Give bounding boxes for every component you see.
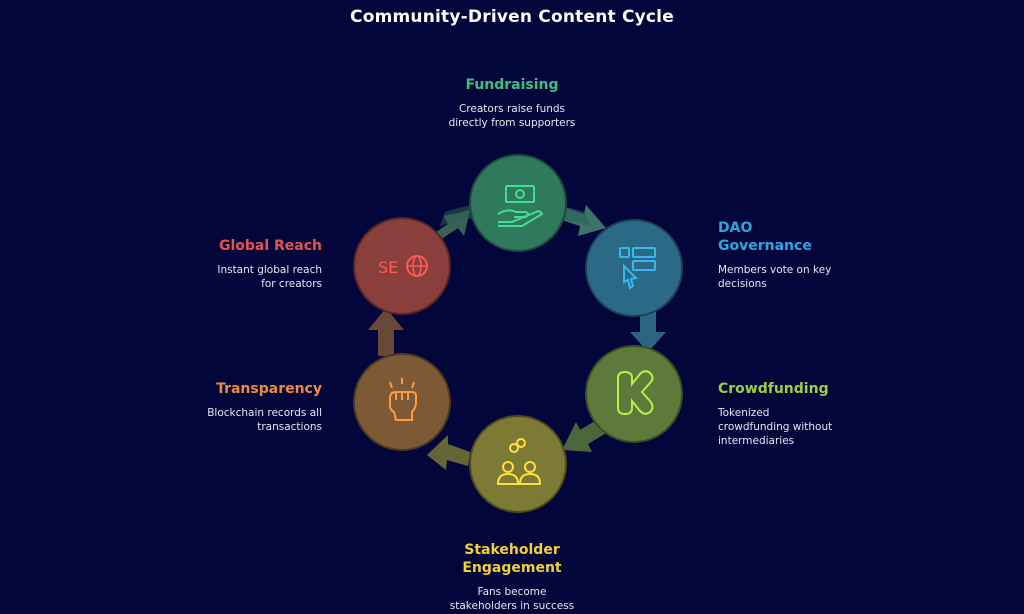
desc-line: stakeholders in success bbox=[449, 600, 575, 612]
desc-line: Blockchain records all bbox=[207, 407, 322, 419]
desc-line: Instant global reach bbox=[217, 264, 322, 276]
title-line: Stakeholder bbox=[464, 542, 560, 558]
label-global-reach: Global Reach Instant global reach for cr… bbox=[140, 237, 322, 291]
desc-line: transactions bbox=[257, 421, 322, 433]
node-dao bbox=[585, 219, 683, 317]
arrow-crowdfunding-to-stakeholder bbox=[562, 418, 608, 452]
node-transparency bbox=[353, 353, 451, 451]
label-dao-governance: DAO Governance Members vote on key decis… bbox=[718, 219, 888, 291]
step-desc-transparency: Blockchain records all transactions bbox=[140, 406, 322, 434]
arrow-dao-to-crowdfunding bbox=[630, 304, 666, 352]
step-title-transparency: Transparency bbox=[216, 381, 322, 397]
step-desc-crowdfunding: Tokenized crowdfunding without intermedi… bbox=[718, 406, 888, 448]
desc-line: intermediaries bbox=[718, 435, 795, 447]
label-transparency: Transparency Blockchain records all tran… bbox=[140, 380, 322, 434]
diagram-title: Community-Driven Content Cycle bbox=[350, 7, 674, 27]
title-line: Governance bbox=[718, 238, 812, 254]
desc-line: crowdfunding without bbox=[718, 421, 833, 433]
title-line: Engagement bbox=[462, 560, 562, 576]
seo-globe-icon: SE bbox=[378, 255, 428, 277]
desc-line: directly from supporters bbox=[448, 117, 576, 129]
vote-list-icon bbox=[619, 247, 656, 290]
node-global-reach: SE bbox=[353, 217, 451, 315]
label-stakeholder-engagement: Stakeholder Engagement Fans become stake… bbox=[402, 541, 622, 613]
step-title-stakeholder-engagement: Stakeholder Engagement bbox=[402, 541, 622, 577]
node-fundraising bbox=[469, 154, 567, 252]
step-title-global-reach: Global Reach bbox=[218, 238, 322, 254]
raised-fist-icon bbox=[389, 378, 417, 421]
desc-line: Members vote on key bbox=[718, 264, 832, 276]
label-crowdfunding: Crowdfunding Tokenized crowdfunding with… bbox=[718, 380, 888, 448]
money-hand-icon bbox=[497, 185, 544, 227]
arrow-transparency-to-global bbox=[368, 308, 404, 356]
step-title-dao-governance: DAO Governance bbox=[718, 219, 888, 255]
step-title-fundraising: Fundraising bbox=[465, 77, 559, 93]
node-stakeholder bbox=[469, 415, 567, 513]
desc-line: Creators raise funds bbox=[458, 103, 566, 115]
step-desc-dao-governance: Members vote on key decisions bbox=[718, 263, 888, 291]
desc-line: Fans become bbox=[477, 586, 547, 598]
seo-text: SE bbox=[378, 258, 398, 277]
node-crowdfunding bbox=[585, 345, 683, 443]
people-link-icon bbox=[496, 438, 542, 485]
desc-line: Tokenized bbox=[718, 407, 770, 419]
arrow-stakeholder-to-transparency bbox=[427, 435, 470, 470]
title-line: DAO bbox=[718, 220, 753, 236]
step-title-crowdfunding: Crowdfunding bbox=[718, 381, 829, 397]
label-fundraising: Fundraising Creators raise funds directl… bbox=[412, 76, 612, 130]
desc-line: decisions bbox=[718, 278, 767, 290]
step-desc-global-reach: Instant global reach for creators bbox=[140, 263, 322, 291]
step-desc-fundraising: Creators raise funds directly from suppo… bbox=[412, 102, 612, 130]
desc-line: for creators bbox=[261, 278, 322, 290]
step-desc-stakeholder-engagement: Fans become stakeholders in success bbox=[402, 585, 622, 613]
kickstarter-k-icon bbox=[617, 370, 654, 416]
